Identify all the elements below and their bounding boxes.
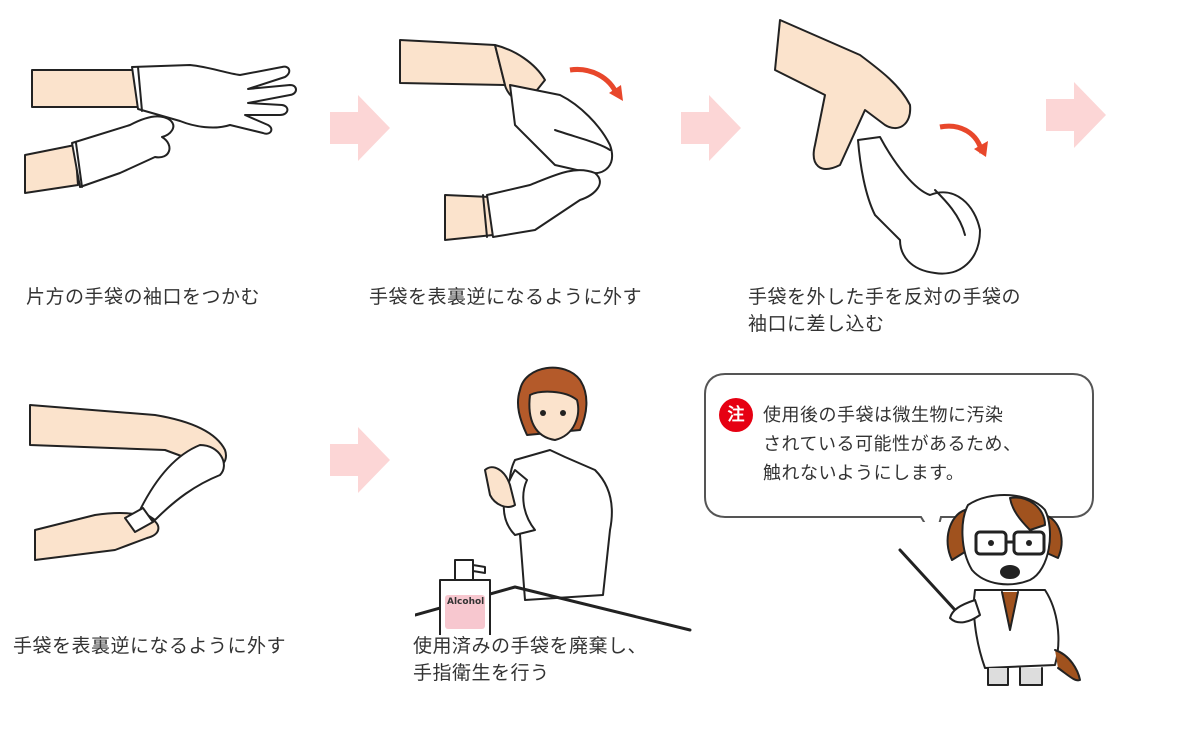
step-arrow-icon <box>330 427 390 493</box>
note-line: 触れないようにします。 <box>763 463 965 484</box>
step1-caption: 片方の手袋の袖口をつかむ <box>26 284 260 311</box>
step5-caption-line: 手指衛生を行う <box>413 662 550 684</box>
step3-illustration <box>774 19 988 275</box>
step3-caption: 手袋を外した手を反対の手袋の 袖口に差し込む <box>748 284 1021 338</box>
step4-caption-line: 手袋を表裏逆になるように外す <box>13 635 287 657</box>
nurse-illustration <box>415 366 692 635</box>
step2-illustration <box>399 39 623 241</box>
note-line: 使用後の手袋は微生物に汚染 <box>763 405 1004 426</box>
step1-illustration <box>24 64 297 194</box>
note-line: されている可能性があるため、 <box>763 434 1022 455</box>
step4-caption: 手袋を表裏逆になるように外す <box>13 633 286 660</box>
curved-red-arrow-icon <box>569 66 620 97</box>
step1-caption-line: 片方の手袋の袖口をつかむ <box>26 286 261 308</box>
step5-caption-line: 使用済みの手袋を廃棄し、 <box>413 635 648 657</box>
step-arrow-icon <box>330 95 390 161</box>
step4-illustration <box>29 404 227 561</box>
step2-caption-line: 手袋を表裏逆になるように外す <box>369 286 643 308</box>
speech-bubble <box>704 373 1094 522</box>
step-arrow-icon <box>1046 82 1106 148</box>
step3-caption-line: 手袋を外した手を反対の手袋の <box>748 286 1022 308</box>
note-text: 使用後の手袋は微生物に汚染 されている可能性があるため、 触れないようにします。 <box>763 401 1021 488</box>
step3-caption-line: 袖口に差し込む <box>748 313 885 335</box>
dog-doctor-illustration <box>898 494 1081 686</box>
step-arrow-icon <box>681 95 741 161</box>
step2-caption: 手袋を表裏逆になるように外す <box>369 284 642 311</box>
alcohol-bottle-label <box>445 595 485 629</box>
alcohol-bottle-label-text: Alcohol <box>447 597 485 607</box>
step5-caption: 使用済みの手袋を廃棄し、 手指衛生を行う <box>413 633 647 687</box>
caution-badge: 注 <box>719 398 753 432</box>
